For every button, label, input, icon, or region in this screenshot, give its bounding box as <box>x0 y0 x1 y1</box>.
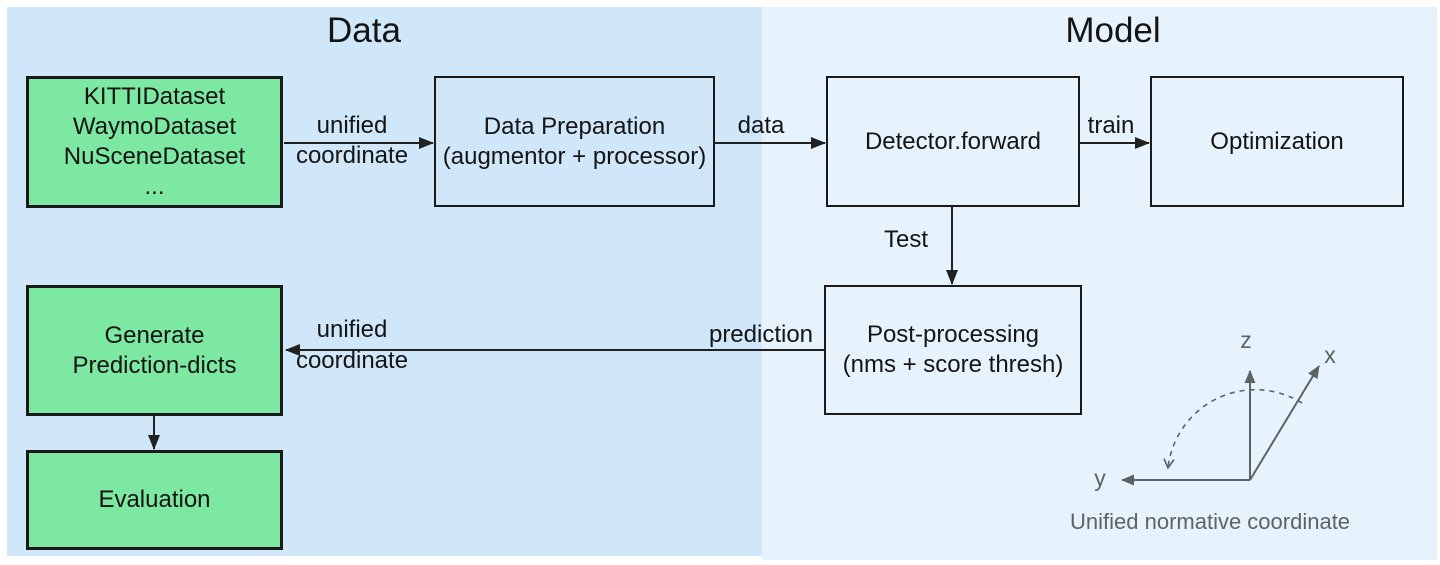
edge-label-prediction: prediction <box>708 321 814 348</box>
axis-label-y: y <box>1094 465 1106 491</box>
model-section-panel <box>762 7 1437 560</box>
edge-label-test: Test <box>883 226 929 253</box>
coordinate-caption: Unified normative coordinate <box>1070 509 1351 534</box>
box-text-line: Detector.forward <box>864 127 1042 155</box>
optimization-box: Optimization <box>1150 76 1404 207</box>
box-text-line: KITTIDataset <box>83 83 226 110</box>
box-text-line: (augmentor + processor) <box>442 142 707 170</box>
box-text-line: NuSceneDataset <box>63 143 246 170</box>
evaluation-box: Evaluation <box>26 450 283 550</box>
edge-label-coordinate-top: coordinate <box>295 142 409 169</box>
box-text-line: Evaluation <box>98 486 211 513</box>
model-section-title: Model <box>1065 11 1161 50</box>
edge-label-data: data <box>737 112 785 139</box>
datasets-box: KITTIDataset WaymoDataset NuSceneDataset… <box>26 76 283 208</box>
coordinate-axes <box>1121 365 1320 486</box>
box-text-line: Prediction-dicts <box>72 351 237 379</box>
box-text-line: (nms + score thresh) <box>842 351 1064 378</box>
edge-label-unified-bottom: unified <box>316 316 388 343</box>
box-text-line: WaymoDataset <box>72 113 237 140</box>
generate-prediction-dicts-box: Generate Prediction-dicts <box>26 285 283 416</box>
box-text-line: Post-processing <box>866 321 1040 348</box>
x-axis <box>1249 365 1320 481</box>
rotation-arc <box>1163 388 1303 470</box>
data-section-title: Data <box>327 11 401 50</box>
box-text-line: Optimization <box>1210 127 1344 155</box>
data-preparation-box: Data Preparation (augmentor + processor) <box>434 76 715 207</box>
post-processing-box: Post-processing (nms + score thresh) <box>824 285 1082 415</box>
edge-label-coordinate-bottom: coordinate <box>295 347 409 374</box>
box-text-line: ... <box>144 173 165 200</box>
edge-label-train: train <box>1087 112 1135 139</box>
axis-label-z: z <box>1240 327 1252 353</box>
edge-label-unified-top: unified <box>316 112 388 139</box>
detector-forward-box: Detector.forward <box>826 76 1080 207</box>
box-text-line: Generate <box>104 321 205 349</box>
box-text-line: Data Preparation <box>483 112 666 140</box>
axis-label-x: x <box>1324 342 1336 368</box>
